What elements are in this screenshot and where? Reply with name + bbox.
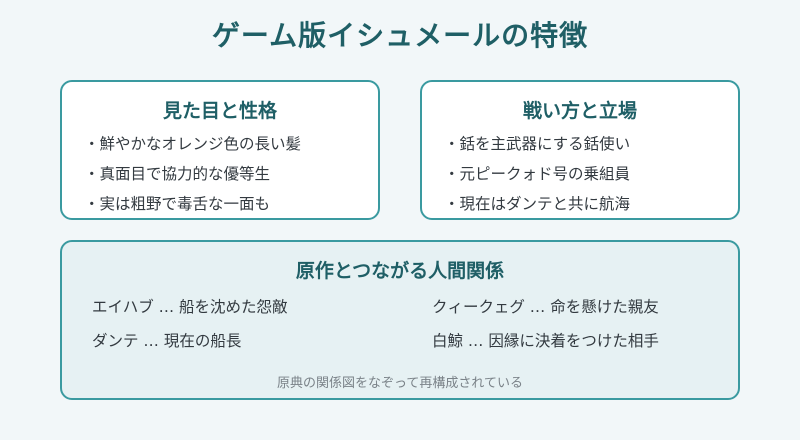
list-item: ・現在はダンテと共に航海 [444,195,631,213]
looks-personality-card: 見た目と性格 ・鮮やかなオレンジ色の長い髪 ・真面目で協力的な優等生 ・実は粗野… [60,80,380,220]
relationships-note: 原典の関係図をなぞって再構成されている [277,376,523,391]
looks-heading: 見た目と性格 [162,100,277,122]
relationship-item: 白鯨 … 因縁に決着をつけた相手 [432,332,659,350]
page-title: ゲーム版イシュメールの特徴 [211,19,589,52]
combat-role-card: 戦い方と立場 ・銛を主武器にする銛使い ・元ピークォド号の乗組員 ・現在はダンテ… [420,80,740,220]
relationship-item: ダンテ … 現在の船長 [92,332,242,350]
relationships-heading: 原作とつながる人間関係 [295,260,505,282]
list-item: ・銛を主武器にする銛使い [444,135,631,153]
relationships-grid: エイハブ … 船を沈めた怨敵 クィークェグ … 命を懸けた親友 ダンテ … 現在… [92,294,712,354]
list-item: ・元ピークォド号の乗組員 [444,165,631,183]
role-heading: 戦い方と立場 [522,100,637,122]
relationship-item: クィークェグ … 命を懸けた親友 [432,298,659,316]
list-item: ・真面目で協力的な優等生 [84,165,271,183]
relationships-card: 原作とつながる人間関係 エイハブ … 船を沈めた怨敵 クィークェグ … 命を懸け… [60,240,740,400]
role-list: ・銛を主武器にする銛使い ・元ピークォド号の乗組員 ・現在はダンテと共に航海 [422,129,738,219]
list-item: ・実は粗野で毒舌な一面も [84,195,271,213]
looks-list: ・鮮やかなオレンジ色の長い髪 ・真面目で協力的な優等生 ・実は粗野で毒舌な一面も [62,129,378,219]
relationship-item: エイハブ … 船を沈めた怨敵 [92,298,288,316]
list-item: ・鮮やかなオレンジ色の長い髪 [84,135,302,153]
